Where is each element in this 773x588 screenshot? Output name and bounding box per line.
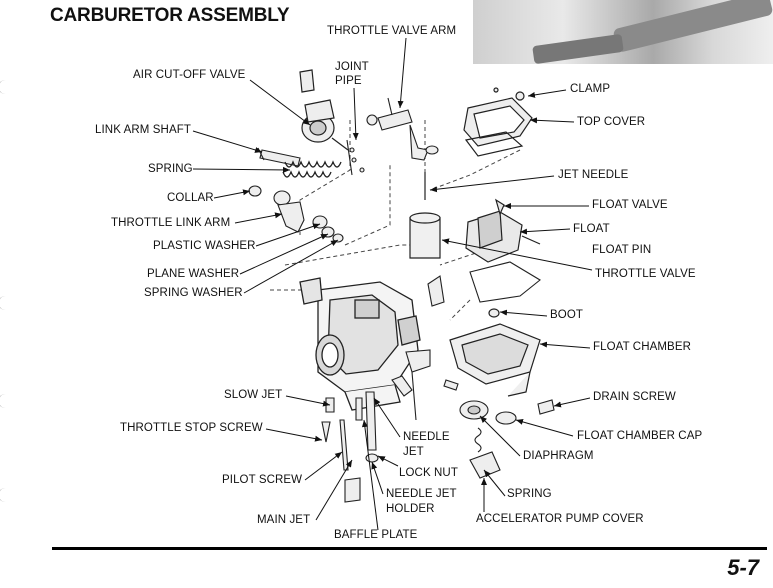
label-lock-nut: LOCK NUT xyxy=(399,467,458,479)
label-baffle-plate: BAFFLE PLATE xyxy=(334,529,418,541)
jet-parts xyxy=(321,275,459,503)
air-cutoff-valve-part xyxy=(299,69,349,151)
label-clamp: CLAMP xyxy=(570,83,611,95)
label-top-cover: TOP COVER xyxy=(577,116,646,128)
label-main-jet: MAIN JET xyxy=(257,514,311,526)
lower-chamber-parts xyxy=(459,399,555,479)
label-spring-left: SPRING xyxy=(148,163,193,175)
label-jet-needle: JET NEEDLE xyxy=(558,169,629,181)
label-diaphragm: DIAPHRAGM xyxy=(523,450,594,462)
spring-coil-part xyxy=(282,160,342,178)
label-float-valve: FLOAT VALVE xyxy=(592,199,668,211)
label-plastic-washer: PLASTIC WASHER xyxy=(153,240,256,252)
label-needle-jet-line1: NEEDLE xyxy=(403,431,450,443)
label-spring-bottom: SPRING xyxy=(507,488,552,500)
label-spring-washer: SPRING WASHER xyxy=(144,287,243,299)
footer-rule xyxy=(52,547,767,550)
label-link-arm-shaft: LINK ARM SHAFT xyxy=(95,124,191,136)
linkage-parts xyxy=(248,185,344,243)
label-float-chamber: FLOAT CHAMBER xyxy=(593,341,691,353)
label-collar: COLLAR xyxy=(167,192,214,204)
top-cover-part xyxy=(463,87,533,157)
label-needle-jet-holder-line2: HOLDER xyxy=(386,503,435,515)
label-plane-washer: PLANE WASHER xyxy=(147,268,240,280)
label-throttle-link-arm: THROTTLE LINK ARM xyxy=(111,217,231,229)
label-pilot-screw: PILOT SCREW xyxy=(222,474,303,486)
label-boot: BOOT xyxy=(550,309,583,321)
gasket-part xyxy=(469,261,541,303)
label-float-pin: FLOAT PIN xyxy=(592,244,652,256)
label-air-cutoff-valve: AIR CUT-OFF VALVE xyxy=(133,69,246,81)
label-drain-screw: DRAIN SCREW xyxy=(593,391,676,403)
throttle-valve-arm-part xyxy=(346,97,439,176)
label-slow-jet: SLOW JET xyxy=(224,389,283,401)
float-chamber-part xyxy=(449,308,541,397)
label-throttle-stop-screw: THROTTLE STOP SCREW xyxy=(120,422,263,434)
label-float-chamber-cap: FLOAT CHAMBER CAP xyxy=(577,430,703,442)
label-needle-jet-line2: JET xyxy=(403,446,424,458)
throttle-valve-part xyxy=(409,172,441,259)
label-throttle-valve: THROTTLE VALVE xyxy=(595,268,696,280)
leader-lines xyxy=(192,37,593,531)
label-throttle-valve-arm: THROTTLE VALVE ARM xyxy=(327,25,457,37)
label-float: FLOAT xyxy=(573,223,610,235)
label-joint-pipe-line1: JOINT xyxy=(335,61,369,73)
page-title: CARBURETOR ASSEMBLY xyxy=(50,5,290,26)
carburetor-body xyxy=(299,277,421,411)
corner-photo xyxy=(473,0,773,65)
float-part xyxy=(465,198,541,263)
label-joint-pipe-line2: PIPE xyxy=(335,75,362,87)
page-number: 5-7 xyxy=(727,555,759,580)
label-accelerator-pump-cover: ACCELERATOR PUMP COVER xyxy=(476,513,644,525)
label-needle-jet-holder-line1: NEEDLE JET xyxy=(386,488,457,500)
